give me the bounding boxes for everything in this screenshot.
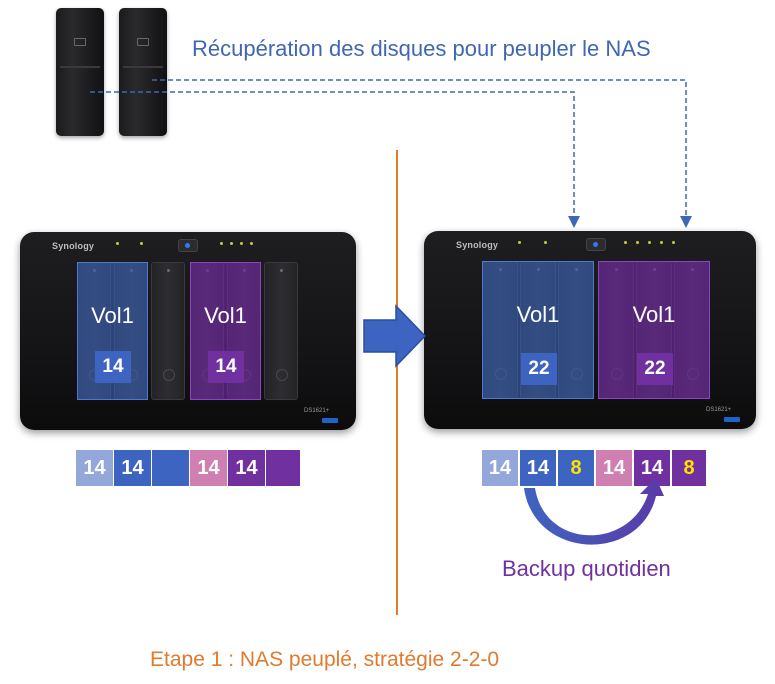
volume-name: Vol1 <box>516 302 560 327</box>
drive-logo-icon <box>74 38 86 46</box>
volume-1: Vol1 14 <box>77 262 148 400</box>
power-button-icon <box>178 239 198 252</box>
nas-before: Synology DS1621+ Vol1 14 Vol1 14 <box>20 232 356 430</box>
disk-block: 14 <box>76 450 113 486</box>
power-button-icon <box>586 238 606 251</box>
drive-bay <box>264 262 298 400</box>
volume-2: Vol1 22 <box>598 261 710 399</box>
drive-logo-icon <box>137 38 149 46</box>
backup-curve-arrow-icon <box>524 478 664 545</box>
disk-block: 14 <box>114 450 151 486</box>
nas-brand-label: Synology <box>52 241 95 251</box>
external-drive-2 <box>119 8 167 136</box>
volume-name: Vol1 <box>91 303 134 328</box>
dashed-connector <box>152 79 692 228</box>
volume-2: Vol1 14 <box>190 262 261 400</box>
disk-block: 8 <box>558 450 594 486</box>
backup-label: Backup quotidien <box>502 556 671 581</box>
divider-line <box>396 150 398 615</box>
volume-size: 14 <box>95 351 131 383</box>
disk-block: 14 <box>520 450 556 486</box>
volume-size: 22 <box>521 353 557 385</box>
step-label: Etape 1 : NAS peuplé, stratégie 2-2-0 <box>150 648 500 671</box>
volume-size: 22 <box>637 353 673 385</box>
nas-brand-label: Synology <box>456 240 499 250</box>
drive-bay <box>151 262 185 400</box>
nas-model-label: DS1621+ <box>304 408 330 414</box>
usb-port-icon <box>724 417 740 422</box>
nas-after: Synology DS1621+ Vol1 22 Vol1 22 <box>424 231 756 429</box>
volume-name: Vol1 <box>632 302 676 327</box>
volume-1: Vol1 22 <box>482 261 594 399</box>
headline-text: Récupération des disques pour peupler le… <box>192 36 651 61</box>
disk-block <box>152 450 189 486</box>
disk-block: 14 <box>482 450 518 486</box>
volume-size: 14 <box>208 351 244 383</box>
usb-port-icon <box>322 418 338 423</box>
disk-block: 8 <box>672 450 706 486</box>
nas-model-label: DS1621+ <box>706 407 732 413</box>
dashed-connector <box>90 91 580 228</box>
disk-block: 14 <box>634 450 670 486</box>
transition-arrow-icon <box>363 304 427 368</box>
disk-block: 14 <box>228 450 265 486</box>
external-drive-1 <box>56 8 104 136</box>
disk-block: 14 <box>190 450 227 486</box>
disk-block: 14 <box>596 450 632 486</box>
disk-block <box>266 450 300 486</box>
volume-name: Vol1 <box>204 303 247 328</box>
